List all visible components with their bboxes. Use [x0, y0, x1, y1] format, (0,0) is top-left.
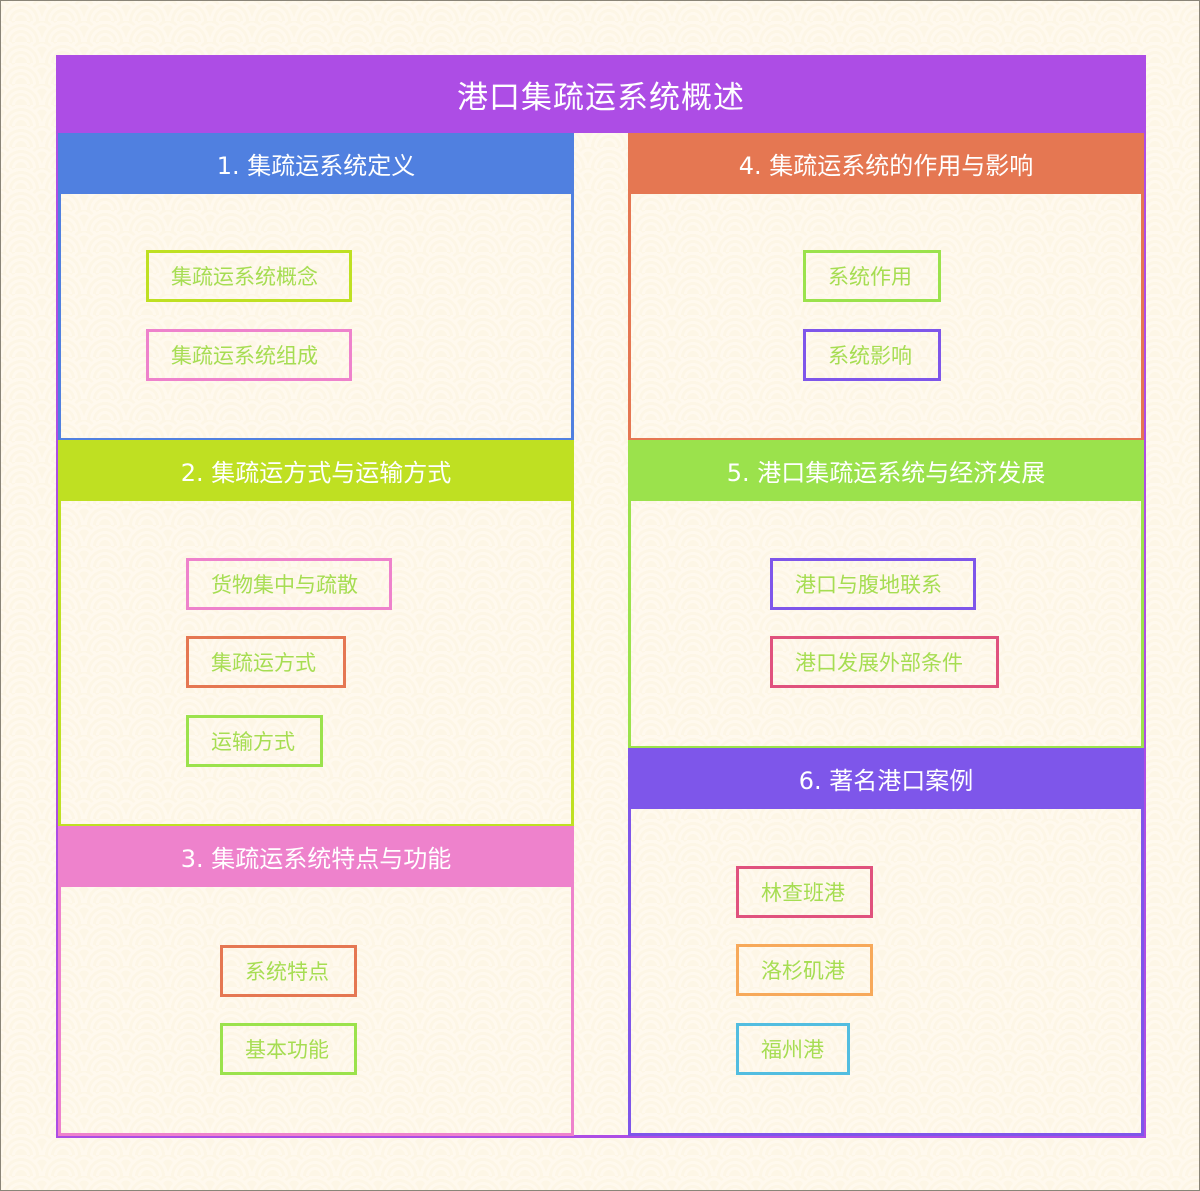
section-header: 3. 集疏运系统特点与功能 — [58, 826, 574, 887]
section-body — [628, 194, 1144, 441]
section-header: 5. 港口集疏运系统与经济发展 — [628, 440, 1144, 501]
node-transport-mode[interactable]: 运输方式 — [186, 715, 323, 767]
node-system-features[interactable]: 系统特点 — [220, 945, 357, 997]
node-los-angeles[interactable]: 洛杉矶港 — [736, 944, 873, 996]
section-body — [58, 194, 574, 441]
section-features: 3. 集疏运系统特点与功能 系统特点 基本功能 — [58, 826, 574, 1136]
section-economy: 5. 港口集疏运系统与经济发展 港口与腹地联系 港口发展外部条件 — [628, 440, 1144, 749]
node-basic-functions[interactable]: 基本功能 — [220, 1023, 357, 1075]
section-header: 2. 集疏运方式与运输方式 — [58, 440, 574, 501]
node-hinterland-link[interactable]: 港口与腹地联系 — [770, 558, 976, 610]
section-cases: 6. 著名港口案例 林查班港 洛杉矶港 福州港 — [628, 748, 1144, 1136]
node-fuzhou[interactable]: 福州港 — [736, 1023, 850, 1075]
section-roles: 4. 集疏运系统的作用与影响 系统作用 系统影响 — [628, 133, 1144, 441]
node-system-role[interactable]: 系统作用 — [803, 250, 941, 302]
section-modes: 2. 集疏运方式与运输方式 货物集中与疏散 集疏运方式 运输方式 — [58, 440, 574, 827]
node-collection-mode[interactable]: 集疏运方式 — [186, 636, 346, 688]
node-system-impact[interactable]: 系统影响 — [803, 329, 941, 381]
node-laem-chabang[interactable]: 林查班港 — [736, 866, 873, 918]
node-cargo-gathering[interactable]: 货物集中与疏散 — [186, 558, 392, 610]
section-header: 4. 集疏运系统的作用与影响 — [628, 133, 1144, 194]
node-composition[interactable]: 集疏运系统组成 — [146, 329, 352, 381]
section-header: 1. 集疏运系统定义 — [58, 133, 574, 194]
node-concept[interactable]: 集疏运系统概念 — [146, 250, 352, 302]
section-body — [58, 887, 574, 1136]
section-header: 6. 著名港口案例 — [628, 748, 1144, 809]
node-external-conditions[interactable]: 港口发展外部条件 — [770, 636, 999, 688]
diagram-frame — [56, 55, 1146, 1138]
diagram-title: 港口集疏运系统概述 — [56, 55, 1146, 133]
section-body — [628, 809, 1144, 1136]
section-definition: 1. 集疏运系统定义 集疏运系统概念 集疏运系统组成 — [58, 133, 574, 441]
section-body — [58, 501, 574, 827]
section-body — [628, 501, 1144, 749]
